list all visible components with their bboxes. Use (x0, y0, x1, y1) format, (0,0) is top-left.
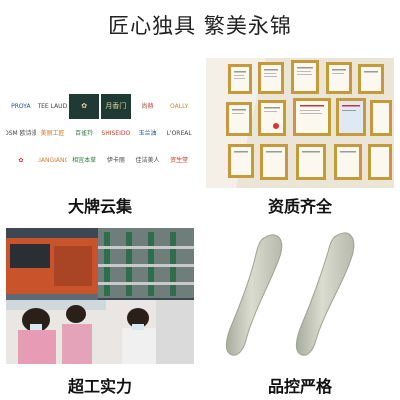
worker-3 (122, 308, 156, 364)
brand-logo: 玉兰油 (138, 129, 157, 137)
spatula-illustration (225, 232, 355, 356)
brand-logo: LIANGIANG (38, 157, 68, 165)
certificate-frame-14 (334, 144, 362, 180)
certificate-frame-7 (258, 100, 286, 136)
certificate-frame-4 (326, 62, 352, 94)
certificate-frame-6 (226, 102, 252, 136)
certificates-caption: 资质齐全 (267, 197, 332, 216)
worker-2 (62, 305, 92, 364)
brand-logo: 美丽工匠 (40, 129, 65, 137)
spatula-left (225, 234, 283, 356)
certificate-frame-2 (258, 62, 284, 94)
certificate-frame-3 (291, 60, 319, 94)
certificate-frame-13 (296, 144, 326, 180)
factory-photo (6, 228, 194, 364)
certificate-wall-illustration (206, 58, 394, 188)
certificate-frame-11 (228, 144, 254, 178)
certificate-frame-9 (336, 98, 366, 136)
brand-logo: L'OREAL (166, 129, 192, 137)
headline: 匠心独具 繁美永锦 (108, 14, 292, 38)
spatula-product-photo (206, 228, 394, 364)
brand-logo: SHISEIDO (101, 129, 131, 137)
brand-logo: 资生堂 (170, 157, 189, 165)
brand-logo: ✿ (69, 94, 99, 120)
brand-logo: ESTEE LAUDER (37, 102, 68, 110)
certificates-photo (206, 58, 394, 188)
certificate-frame-5 (358, 64, 384, 94)
certificate-frame-8 (293, 98, 331, 136)
spatula-right (295, 232, 355, 356)
brand-logo: PROYA (11, 102, 31, 110)
brand-logo: 尚赫 (141, 102, 154, 110)
brand-logo: 伊卡丽 (106, 157, 125, 165)
certificate-frame-12 (260, 144, 288, 180)
brands-caption: 大牌云集 (67, 197, 132, 216)
certificate-frame-10 (370, 100, 392, 136)
certificate-frame-15 (368, 144, 392, 180)
quality-caption: 品控严格 (267, 377, 332, 396)
brand-logo: 月香门 (100, 94, 131, 120)
brand-logo: 佳洁美人 (135, 157, 160, 165)
brand-logo: ✿ (18, 157, 24, 165)
brand-logo: 相宜本草 (72, 157, 97, 165)
factory-illustration (6, 228, 194, 364)
certificate-frame-1 (228, 64, 252, 94)
worker-1 (18, 308, 56, 364)
factory-caption: 超工实力 (67, 377, 132, 396)
warehouse-shelves (98, 228, 194, 298)
brand-logo: OALLY (170, 102, 189, 110)
brand-logo: 百雀羚 (75, 129, 94, 137)
brand-logo: OSM 欧诗漫 (6, 129, 36, 137)
